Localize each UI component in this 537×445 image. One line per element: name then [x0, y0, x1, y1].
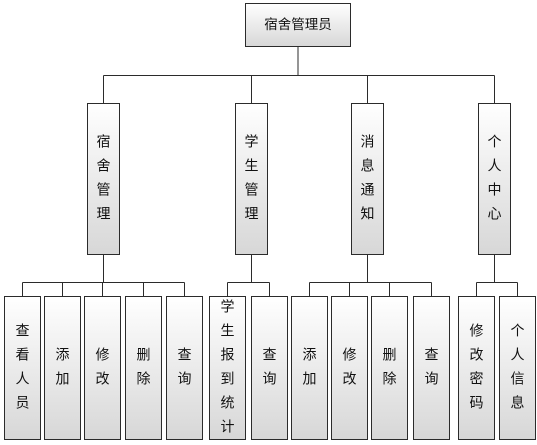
- node-level2-box: [291, 296, 328, 440]
- node-level2: 查询: [251, 296, 288, 440]
- node-level2: 个人信息: [499, 296, 536, 440]
- node-level1: 宿舍管理: [87, 103, 120, 255]
- node-level1: 学生管理: [235, 103, 268, 255]
- node-level2-label: 添加: [303, 348, 317, 388]
- node-level1-label: 学生管理: [245, 135, 259, 223]
- node-level2: 添加: [44, 296, 81, 440]
- node-level1-box: [235, 103, 268, 255]
- node-level2: 删除: [371, 296, 408, 440]
- node-level1-box: [478, 103, 511, 255]
- node-level2-label: 修改: [343, 348, 357, 388]
- node-level2-box: [166, 296, 203, 440]
- node-level2-box: [251, 296, 288, 440]
- node-level2-label: 修改密码: [470, 324, 484, 412]
- connector-lines: [22, 46, 518, 297]
- node-level2: 添加: [291, 296, 328, 440]
- node-level2-box: [331, 296, 368, 440]
- node-level2-box: [371, 296, 408, 440]
- node-level2-label: 个人信息: [511, 324, 525, 412]
- node-level2: 修改: [84, 296, 121, 440]
- node-level2-box: [84, 296, 121, 440]
- node-level1-label: 消息通知: [361, 135, 375, 223]
- node-level2: 查询: [413, 296, 450, 440]
- node-level1: 个人中心: [478, 103, 511, 255]
- node-level2-box: [413, 296, 450, 440]
- node-level2-label: 删除: [137, 348, 151, 388]
- node-level2-label: 查询: [263, 348, 277, 388]
- node-level2-box: [499, 296, 536, 440]
- node-level2-box: [458, 296, 495, 440]
- node-level2: 删除: [125, 296, 162, 440]
- node-level2-box: [209, 296, 246, 440]
- node-root-box: [245, 3, 351, 47]
- node-level1-box: [351, 103, 384, 255]
- node-level2-label: 修改: [96, 348, 110, 388]
- node-level2-label: 学生报到统计: [221, 300, 235, 436]
- node-level2: 查看人员: [4, 296, 41, 440]
- node-level2-label: 删除: [383, 348, 397, 388]
- node-level2-label: 查看人员: [16, 324, 30, 412]
- node-level1-box: [87, 103, 120, 255]
- node-level2-box: [4, 296, 41, 440]
- node-level2-box: [125, 296, 162, 440]
- node-level1-label: 宿舍管理: [97, 134, 111, 223]
- node-level2-box: [44, 296, 81, 440]
- node-level2: 学生报到统计: [209, 296, 246, 440]
- node-root: 宿舍管理员: [245, 3, 351, 47]
- node-level1-label: 个人中心: [488, 135, 502, 223]
- node-root-label: 宿舍管理员: [264, 16, 332, 33]
- node-level2-label: 查询: [425, 348, 439, 388]
- node-level2-label: 添加: [56, 348, 70, 388]
- node-level2: 查询: [166, 296, 203, 440]
- node-level2: 修改密码: [458, 296, 495, 440]
- nodes: 宿舍管理员宿舍管理查看人员添加修改删除查询学生管理学生报到统计查询消息通知添加修…: [4, 3, 536, 440]
- node-level2: 修改: [331, 296, 368, 440]
- node-level1: 消息通知: [351, 103, 384, 255]
- node-level2-label: 查询: [178, 348, 192, 388]
